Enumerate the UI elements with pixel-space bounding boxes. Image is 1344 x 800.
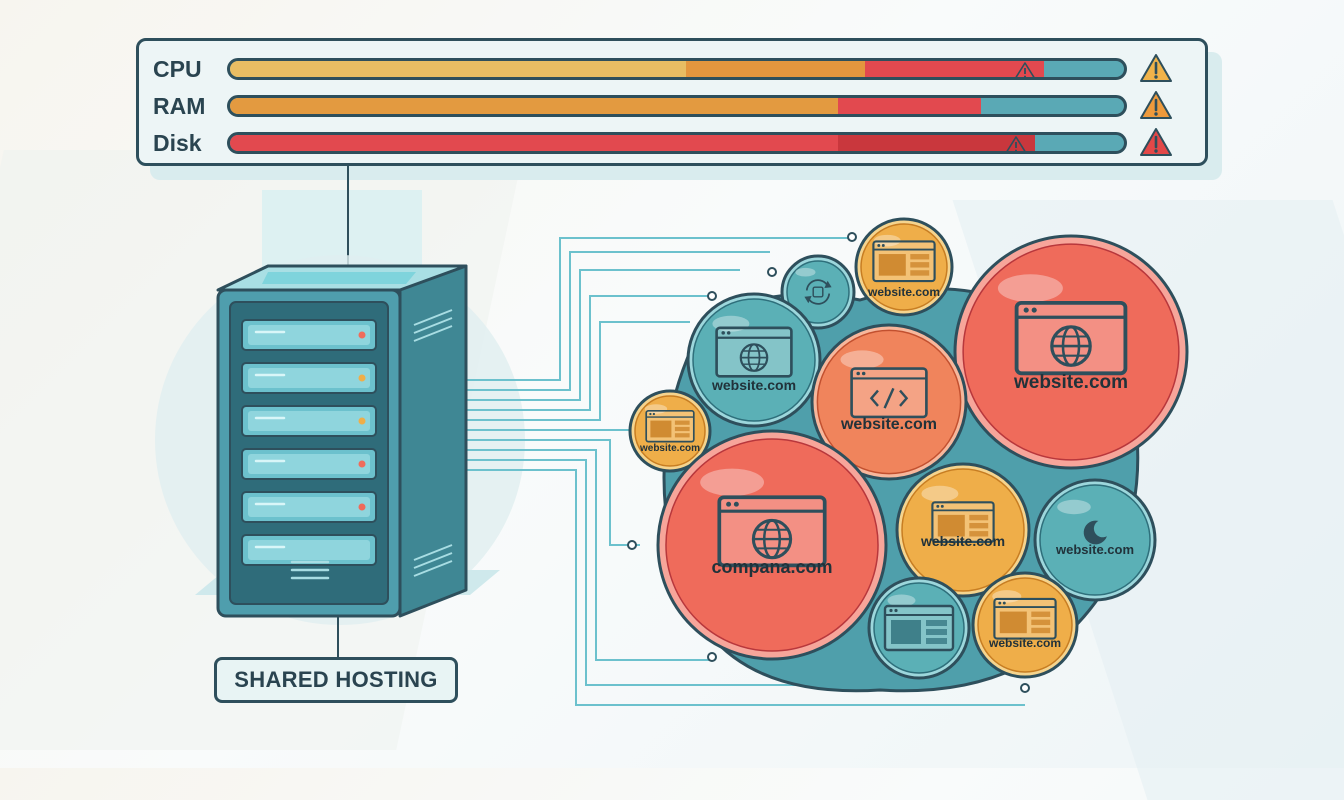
globe-icon <box>717 495 827 568</box>
browser-window-icon <box>645 409 695 443</box>
website-bubbles: website.com website.com website.com website… <box>628 217 1189 680</box>
resource-label: Disk <box>153 130 202 156</box>
drive-bay <box>241 405 377 437</box>
warning-icon <box>1005 136 1026 151</box>
wire <box>466 459 890 686</box>
resource-row-ram: RAM <box>139 88 1205 124</box>
server-tower <box>195 264 500 618</box>
wire <box>466 469 1025 706</box>
website-label: website.com <box>711 377 796 393</box>
wire-endpoint <box>1020 683 1030 693</box>
wire-endpoint <box>707 291 717 301</box>
drive-bay <box>241 491 377 523</box>
side-vents <box>413 309 453 577</box>
warning-icon <box>1140 128 1172 156</box>
warning-icon <box>1140 91 1172 119</box>
moon-icon <box>1083 520 1107 545</box>
wire <box>466 251 770 391</box>
website-label: website.com <box>920 533 1005 549</box>
usage-bar <box>227 58 1127 80</box>
drive-bays <box>241 319 377 566</box>
website-bubble: website.com <box>1033 478 1157 602</box>
wire <box>466 449 712 661</box>
drive-bay <box>241 448 377 480</box>
wire <box>466 439 640 546</box>
wire-endpoint <box>767 267 777 277</box>
warning-icon <box>1014 62 1035 77</box>
website-bubble: website.com <box>810 323 968 481</box>
website-bubble: website.com <box>953 234 1189 470</box>
website-label: website.com <box>867 285 940 299</box>
wire-endpoint <box>707 652 717 662</box>
resource-row-cpu: CPU <box>139 51 1205 87</box>
usage-segment <box>837 135 1035 151</box>
resource-label: RAM <box>153 93 206 119</box>
resource-label: CPU <box>153 56 202 82</box>
usage-segment <box>685 61 865 77</box>
server-top-glow <box>262 272 416 284</box>
wire <box>466 295 712 411</box>
drive-led <box>358 331 366 339</box>
usage-segment <box>837 98 981 114</box>
website-bubble: website.com <box>971 571 1079 679</box>
drive-bay <box>241 362 377 394</box>
drive-led <box>358 374 366 382</box>
wire-endpoint <box>847 232 857 242</box>
drive-led <box>358 460 366 468</box>
wire <box>466 269 740 401</box>
drive-bay <box>241 534 377 566</box>
website-bubble <box>780 254 856 330</box>
network-wires <box>466 237 1025 706</box>
website-bubble: website.com <box>686 292 822 428</box>
website-bubble: website.com <box>854 217 954 317</box>
website-bubble: compana.com <box>656 429 888 661</box>
browser-window-icon <box>872 240 936 283</box>
website-label: website.com <box>1055 542 1134 557</box>
wire-endpoints <box>627 232 1030 693</box>
wire <box>466 237 850 381</box>
usage-segment <box>230 61 686 77</box>
hosting-diagram: website.com website.com website.com website… <box>155 166 1189 706</box>
usage-bar <box>227 95 1127 117</box>
usage-segment <box>864 61 1044 77</box>
sync-arrows-icon <box>804 279 832 305</box>
website-label: website.com <box>1013 372 1128 393</box>
drive-led <box>358 417 366 425</box>
website-label: website.com <box>840 416 937 433</box>
warning-icon <box>1140 54 1172 82</box>
drive-led <box>358 503 366 511</box>
resource-row-disk: Disk <box>139 125 1205 161</box>
globe-icon <box>1014 300 1128 376</box>
usage-bar <box>227 132 1127 154</box>
browser-window-icon <box>931 501 995 543</box>
website-label: website.com <box>639 443 700 454</box>
globe-icon <box>715 326 793 378</box>
drive-bay <box>241 319 377 351</box>
usage-segment <box>230 135 838 151</box>
wire-endpoint <box>627 540 637 550</box>
website-label: compana.com <box>711 557 832 577</box>
browser-window-icon <box>993 597 1057 640</box>
website-bubble: website.com <box>895 462 1031 598</box>
website-label: website.com <box>988 636 1061 650</box>
browser-window-icon <box>883 604 955 652</box>
usage-segment <box>230 98 838 114</box>
front-vent <box>290 560 330 580</box>
resource-usage-panel: CPU RAM Disk <box>136 38 1208 166</box>
website-bubble: website.com <box>628 389 712 473</box>
wire <box>466 321 690 421</box>
website-bubble <box>867 576 971 680</box>
code-icon <box>850 367 928 419</box>
shared-hosting-label: SHARED HOSTING <box>214 657 458 703</box>
